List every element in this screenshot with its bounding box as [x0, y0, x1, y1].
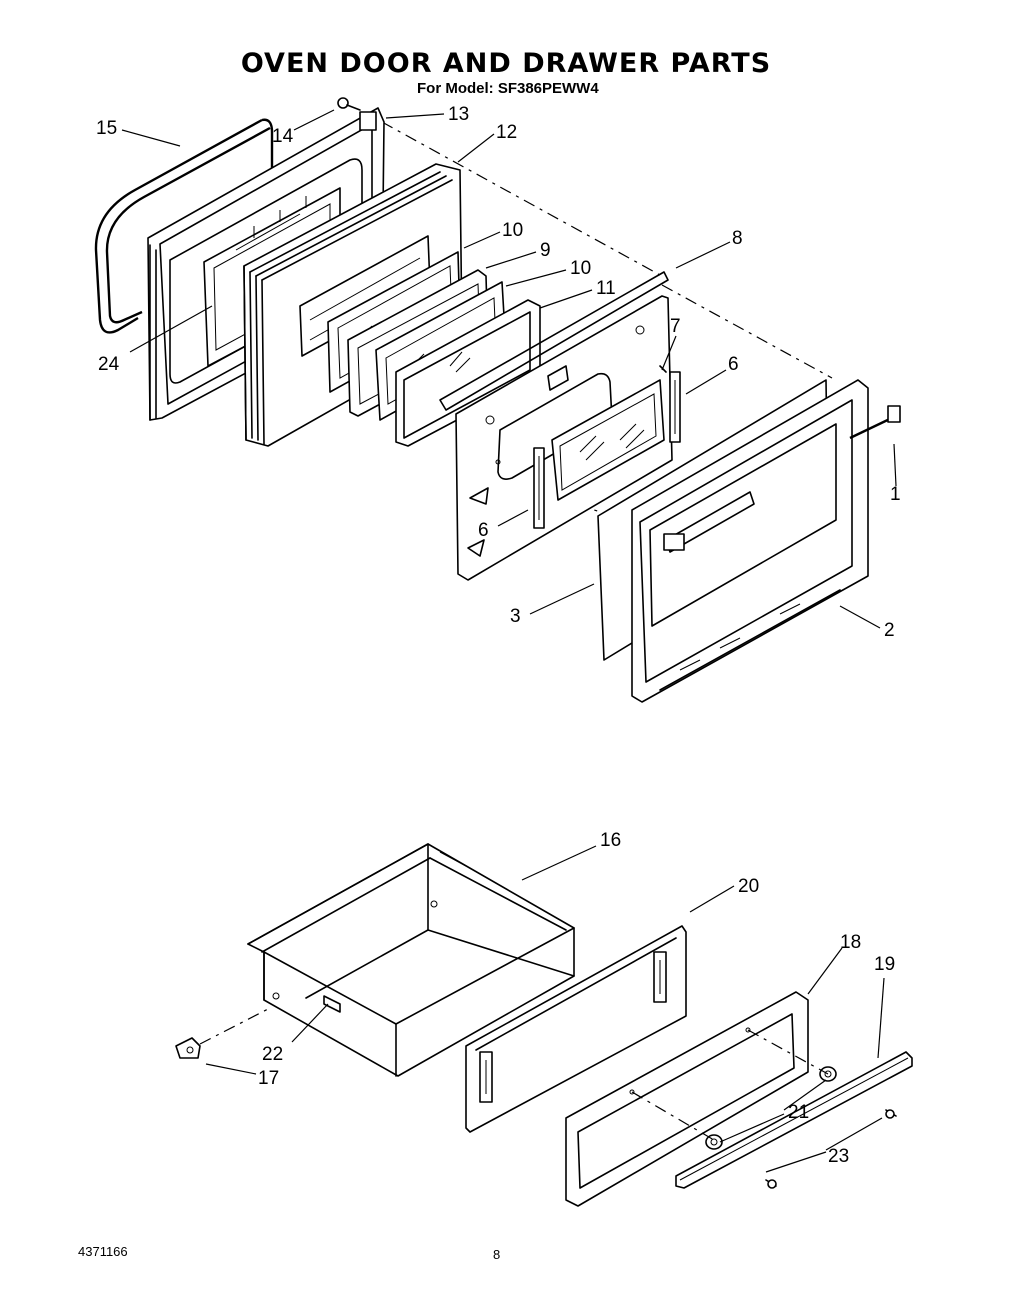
callout-3: 3: [510, 606, 521, 627]
callout-17: 17: [258, 1068, 279, 1089]
callout-23: 23: [828, 1146, 849, 1167]
callout-labels: 15 14 13 12 10 9 10 11 8 7 6 6 1 3 2 24 …: [96, 104, 901, 1167]
callout-6-left: 6: [478, 520, 489, 541]
callout-14: 14: [272, 126, 294, 147]
page-number: 8: [493, 1247, 501, 1262]
callout-13: 13: [448, 104, 469, 125]
door-window-glass: [551, 379, 665, 501]
callout-1: 1: [890, 484, 901, 505]
document-number: 4371166: [78, 1244, 128, 1259]
drawer-alignment-lines: [199, 1007, 829, 1141]
callout-16: 16: [600, 830, 621, 851]
callout-6-right: 6: [728, 354, 739, 375]
part-6-door-hinge-right: [669, 371, 681, 443]
part-18-drawer-panel: [565, 991, 809, 1207]
callout-8: 8: [732, 228, 743, 249]
callout-12: 12: [496, 122, 517, 143]
callout-22: 22: [262, 1044, 283, 1065]
callout-18: 18: [840, 932, 861, 953]
callout-11: 11: [596, 278, 616, 299]
part-16-drawer-body: [247, 843, 575, 1077]
model-subtitle: For Model: SF386PEWW4: [417, 80, 599, 97]
part-6-door-hinge-left: [533, 447, 545, 529]
part-21-spacer-b: [705, 1134, 723, 1150]
callout-19: 19: [874, 954, 895, 975]
callout-9: 9: [540, 240, 551, 261]
page-title: OVEN DOOR AND DRAWER PARTS: [240, 48, 772, 79]
part-2-outer-door: [631, 379, 869, 703]
part-15-door-gasket: [94, 118, 274, 334]
callout-10-lower: 10: [570, 258, 591, 279]
part-19-drawer-handle: [675, 1051, 913, 1189]
part-23-screw-b: [765, 1179, 777, 1189]
part-23-screw-a: [885, 1109, 897, 1119]
callout-20: 20: [738, 876, 759, 897]
callout-10-upper: 10: [502, 220, 523, 241]
callout-21: 21: [788, 1102, 809, 1123]
callout-7: 7: [670, 316, 681, 337]
part-20-drawer-front: [465, 925, 687, 1133]
part-14-screw: [337, 97, 361, 111]
part-17-drawer-clip: [175, 1037, 201, 1059]
callout-15: 15: [96, 118, 117, 139]
callout-24: 24: [98, 354, 120, 375]
callout-2: 2: [884, 620, 895, 641]
part-1-door-rod: [849, 405, 901, 440]
leader-lines: [121, 109, 897, 1173]
